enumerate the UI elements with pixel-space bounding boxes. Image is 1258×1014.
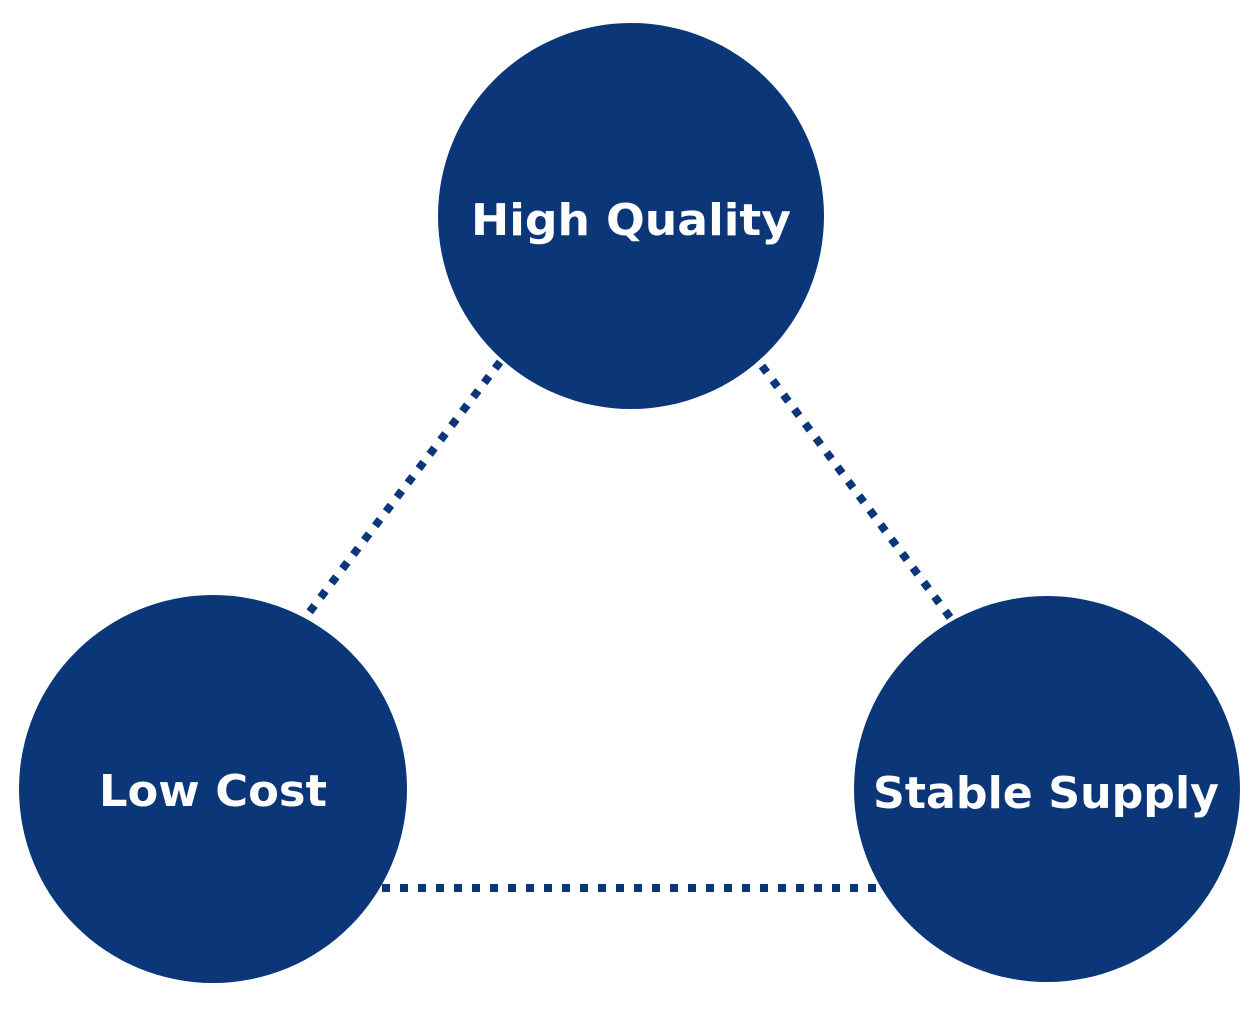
- node-stable-supply: [854, 596, 1240, 982]
- connector-quality-supply: [758, 363, 956, 623]
- label-stable-supply: Stable Supply: [873, 768, 1219, 819]
- node-high-quality: [438, 23, 824, 409]
- node-low-cost: [19, 595, 407, 983]
- label-high-quality: High Quality: [471, 195, 791, 246]
- label-low-cost: Low Cost: [99, 766, 327, 817]
- connector-quality-cost: [304, 359, 504, 617]
